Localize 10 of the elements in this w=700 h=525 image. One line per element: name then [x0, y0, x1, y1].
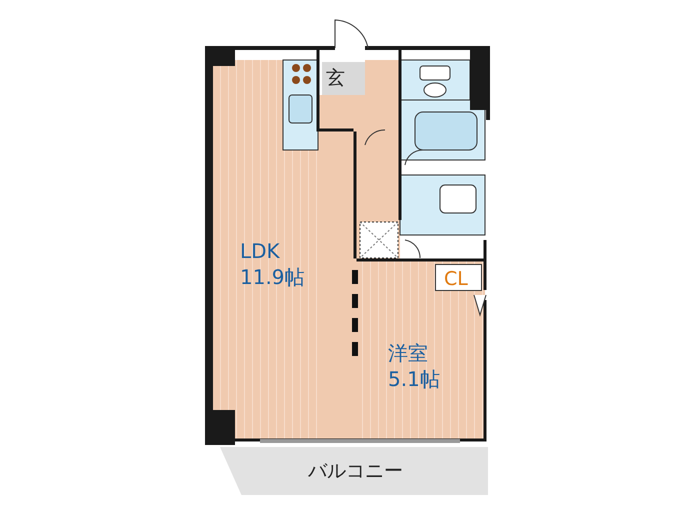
room-label: 玄 [326, 66, 345, 90]
closet-area [435, 264, 482, 291]
balcony-floor [220, 447, 488, 495]
room-label: 洋室 5.1帖 [388, 340, 441, 392]
room-label: バルコニー [308, 459, 403, 483]
closet-label: CL [444, 267, 468, 291]
room-label: LDK 11.9帖 [240, 238, 306, 290]
room-floor [213, 60, 318, 440]
entrance-floor [322, 62, 365, 95]
room-floor [355, 260, 485, 440]
